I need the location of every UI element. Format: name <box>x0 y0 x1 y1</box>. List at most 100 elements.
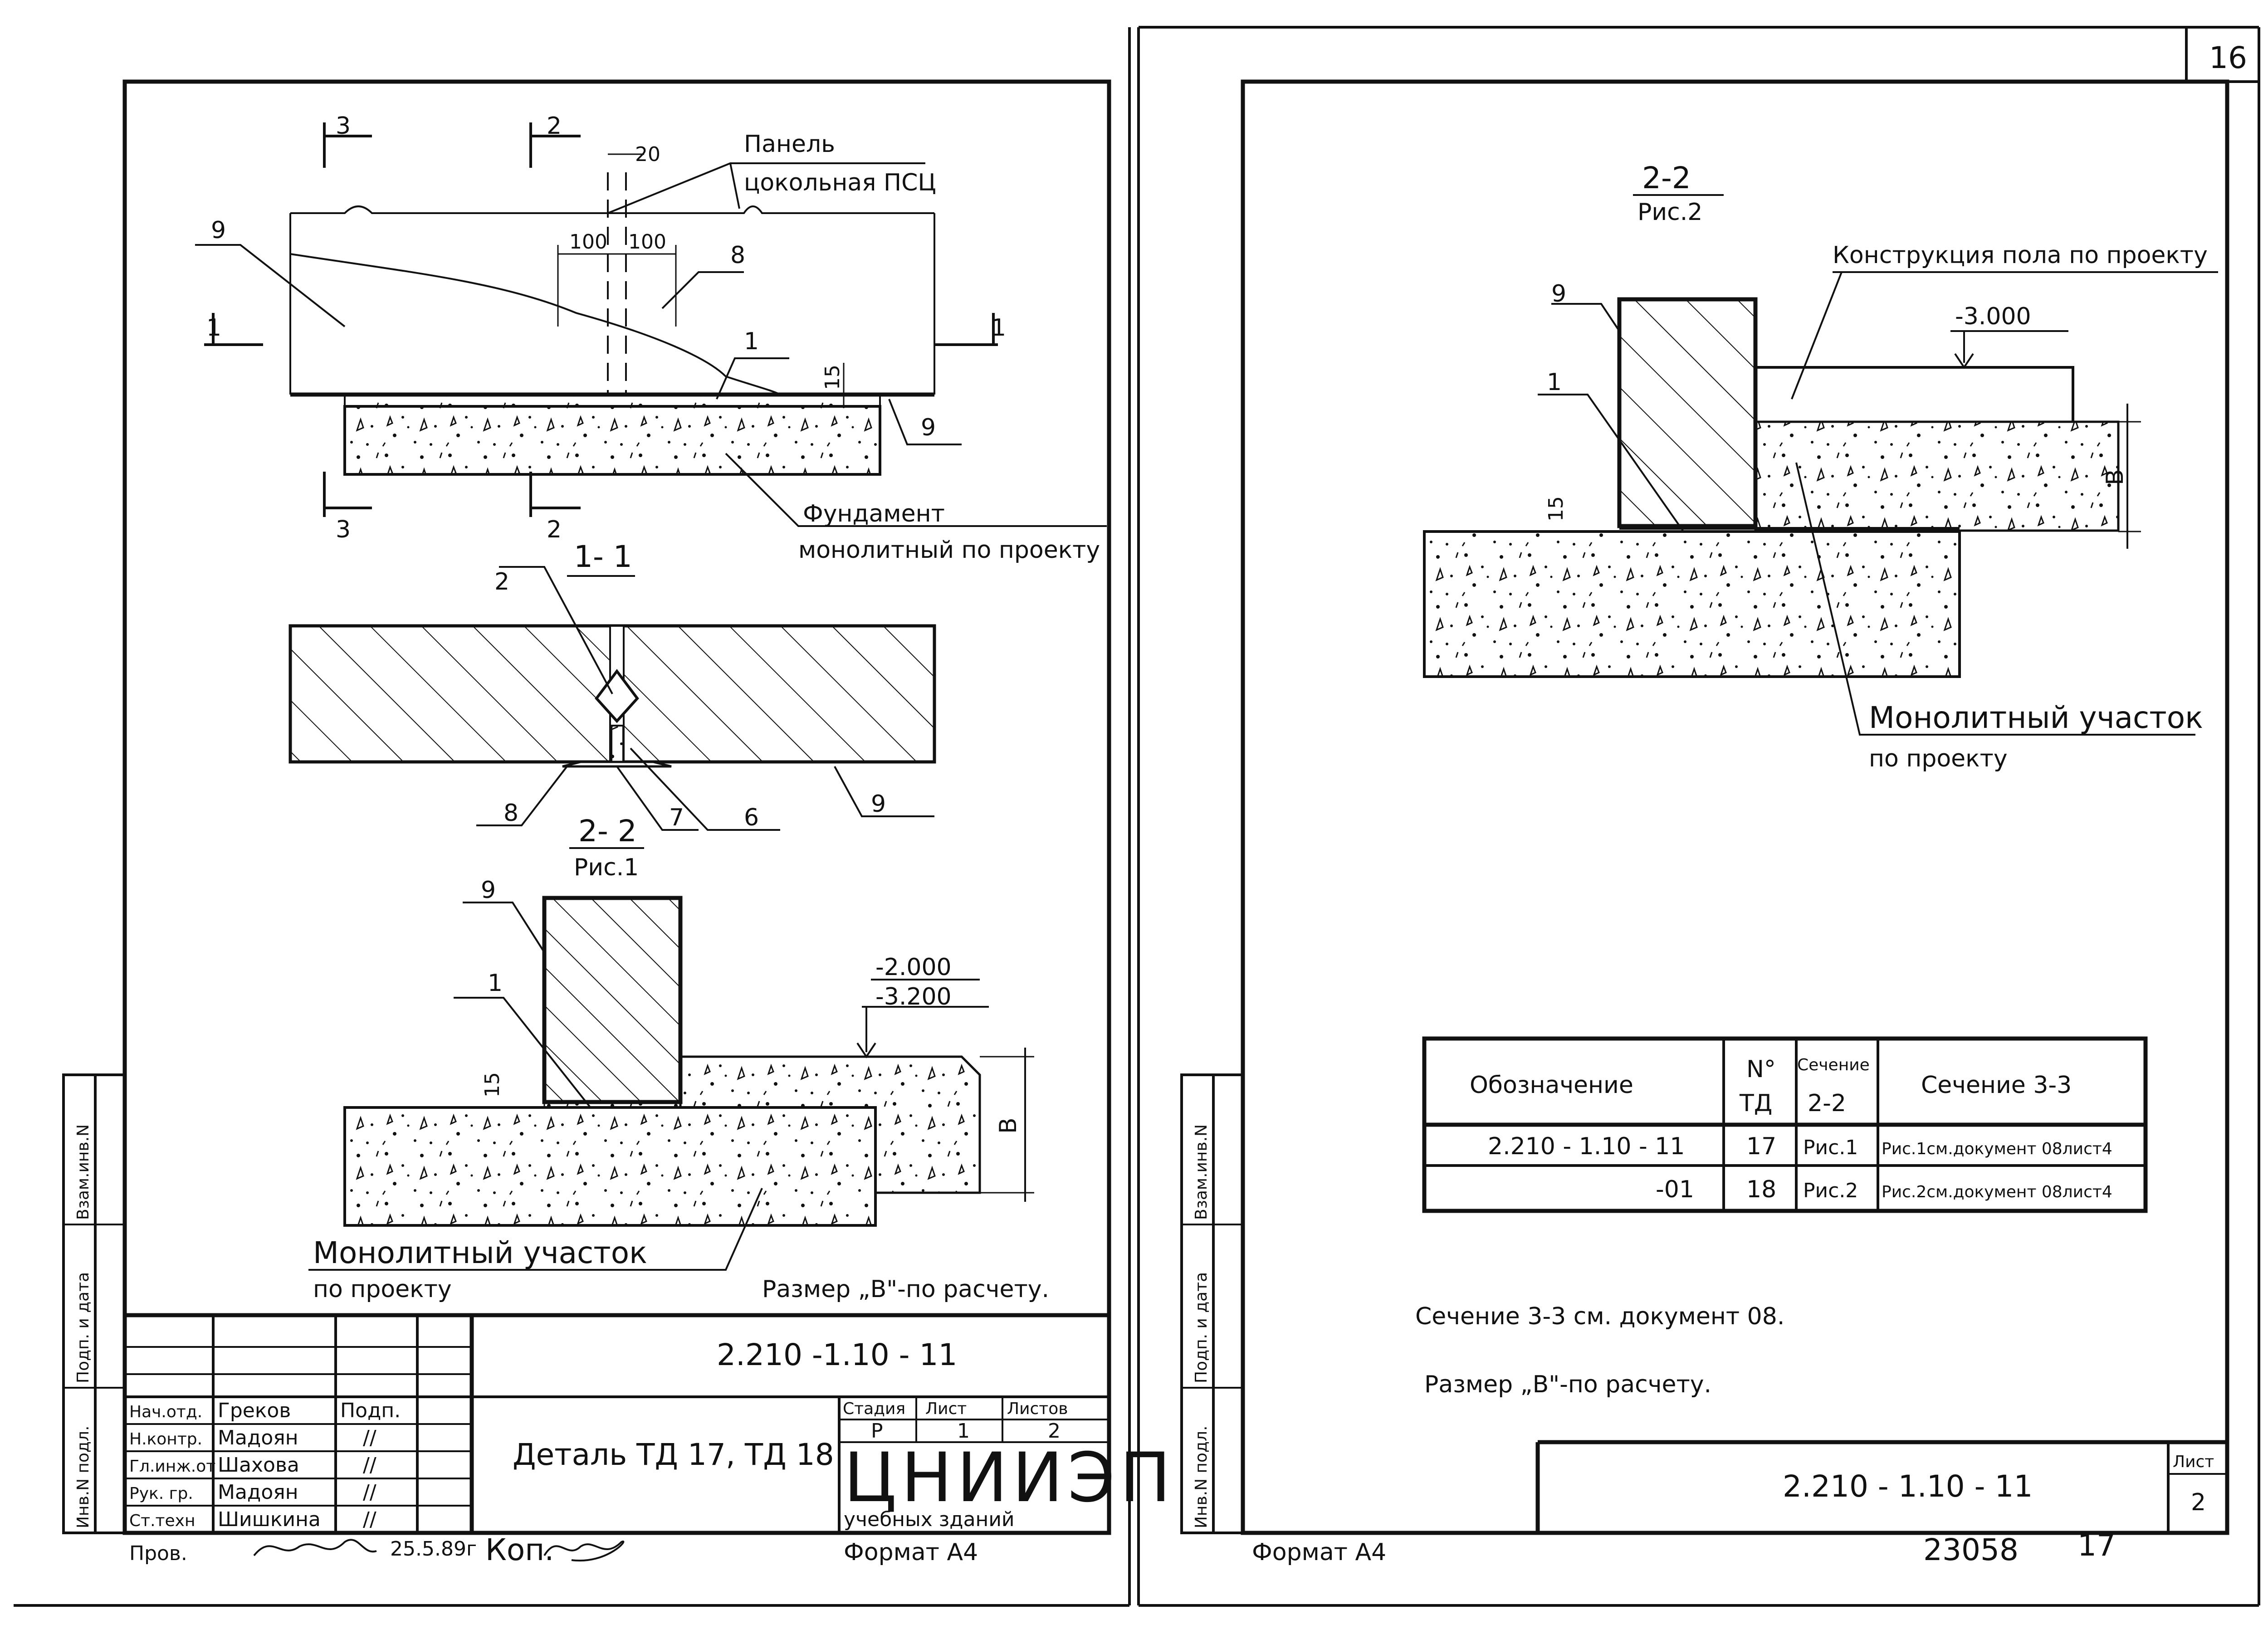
callout-6-sec11: 6 <box>744 804 759 831</box>
level-fig2: -3.000 <box>1955 303 2031 330</box>
tb-copy: Коп. <box>485 1532 554 1567</box>
panel-label-line2: цокольная ПСЦ <box>744 169 936 196</box>
table-row: -01 18 Рис.2 Рис.2см.документ 08лист4 <box>1656 1176 2112 1203</box>
section-mark-2-bottom: 2 <box>547 516 562 543</box>
tb-org-sub: учебных зданий <box>844 1508 1015 1531</box>
tb-hdr-stage: Стадия <box>843 1400 905 1418</box>
rtb-sheet-label: Лист <box>2173 1453 2214 1471</box>
mono-label-fig2-line1: Монолитный участок <box>1869 700 2203 735</box>
tb-format: Формат А4 <box>844 1539 978 1566</box>
th-sec33: Сечение 3-3 <box>1921 1072 2072 1099</box>
td-sec33-1: Рис.2см.документ 08лист4 <box>1882 1183 2112 1201</box>
dim-100-right: 100 <box>628 230 666 254</box>
tb-hdr-sheet: Лист <box>925 1400 967 1418</box>
dim-15-fig2: 15 <box>1545 496 1568 522</box>
side-stamp-inv-right: Инв.N подл. <box>1192 1426 1211 1528</box>
mono-label-fig1-line1: Монолитный участок <box>313 1235 647 1270</box>
page-number: 16 <box>2209 40 2247 75</box>
td-sec22-1: Рис.2 <box>1803 1179 1858 1202</box>
section-2-2-fig1-subtitle: Рис.1 <box>574 854 639 881</box>
tb-signature-1 <box>253 1539 377 1556</box>
tb-sign-0: Подп. <box>340 1399 401 1422</box>
plan-view: 3 3 2 2 1 1 20 100 100 15 9 8 1 9 <box>195 112 1107 564</box>
section-2-2-fig2: 2-2 Рис.2 Конструкция пола по проекту -3… <box>1423 161 2218 772</box>
mono-label-fig2-line2: по проекту <box>1869 745 2008 772</box>
section-1-1: 1- 1 2 8 7 6 9 <box>288 539 936 831</box>
plan-joint-strip <box>344 395 881 407</box>
footer-num-1: 23058 <box>1923 1532 2019 1567</box>
th-designation: Обозначение <box>1470 1072 1633 1099</box>
side-stamp-date-left: Подп. и дата <box>74 1272 93 1383</box>
th-no-line2: ТД <box>1739 1090 1772 1117</box>
right-sheet: 2-2 Рис.2 Конструкция пола по проекту -3… <box>1180 79 2229 1567</box>
designation-table: Обозначение N° ТД Сечение 2-2 Сечение 3-… <box>1422 1036 2148 1213</box>
mono-label-fig1-line2: по проекту <box>313 1276 452 1303</box>
callout-9-plan-left: 9 <box>211 217 226 244</box>
section-1-1-title: 1- 1 <box>574 539 632 574</box>
th-no-line1: N° <box>1746 1056 1776 1083</box>
tb-sign-date: 25.5.89г <box>390 1537 477 1561</box>
section-mark-1-left: 1 <box>206 314 221 341</box>
td-sec33-0: Рис.1см.документ 08лист4 <box>1882 1140 2112 1158</box>
side-stamp-vzam-left: Взам.инв.N <box>74 1124 93 1220</box>
tb-val-stage: Р <box>871 1419 883 1443</box>
section-mark-2-top: 2 <box>547 112 562 140</box>
td-designation-1: -01 <box>1656 1176 1694 1203</box>
left-title-block: Нач.отд. Греков Подп. Н.контр. Мадоян //… <box>125 1313 1175 1567</box>
section-2-2-fig2-subtitle: Рис.2 <box>1637 199 1702 226</box>
callout-1-fig1: 1 <box>488 970 503 997</box>
td-no-0: 17 <box>1746 1133 1776 1160</box>
side-stamp-vzam-right: Взам.инв.N <box>1192 1124 1211 1220</box>
tb-sign-4: // <box>363 1508 376 1531</box>
left-note-size: Размер „В"-по расчету. <box>762 1276 1049 1303</box>
right-format: Формат А4 <box>1252 1539 1386 1566</box>
callout-8-plan: 8 <box>730 242 745 269</box>
td-sec22-0: Рис.1 <box>1803 1136 1858 1159</box>
section-2-2-fig2-title: 2-2 <box>1642 161 1691 195</box>
tb-sign-1: // <box>363 1426 376 1449</box>
level-fig1-2: -3.200 <box>875 983 952 1010</box>
td-designation-0: 2.210 - 1.10 - 11 <box>1488 1133 1685 1160</box>
tb-sign-2: // <box>363 1454 376 1477</box>
foundation-label-line2: монолитный по проекту <box>798 537 1100 564</box>
td-no-1: 18 <box>1746 1176 1776 1203</box>
callout-7-sec11: 7 <box>669 804 684 831</box>
tb-role-4: Ст.техн <box>129 1512 196 1530</box>
right-note-1: Сечение 3-3 см. документ 08. <box>1415 1303 1784 1330</box>
callout-2-sec11: 2 <box>494 568 509 595</box>
right-note-2: Размер „В"-по расчету. <box>1424 1371 1711 1398</box>
tb-name-3: Мадоян <box>218 1481 298 1504</box>
tb-title: Деталь ТД 17, ТД 18 <box>513 1437 834 1472</box>
dim-15: 15 <box>821 365 844 390</box>
tb-role-1: Н.контр. <box>129 1430 202 1449</box>
level-fig1-1: -2.000 <box>875 954 952 981</box>
footer-num-2: 17 <box>2077 1528 2116 1563</box>
tb-name-0: Греков <box>218 1399 291 1422</box>
tb-doc-code: 2.210 -1.10 - 11 <box>717 1337 957 1372</box>
tb-prov: Пров. <box>129 1542 187 1565</box>
tb-val-sheet: 1 <box>957 1419 970 1443</box>
tb-org-logo: ЦНИИЭП <box>844 1439 1175 1517</box>
callout-9-fig1: 9 <box>481 877 496 904</box>
tb-name-2: Шахова <box>218 1454 299 1477</box>
right-side-stamps: Инв.N подл. Подп. и дата Взам.инв.N <box>1180 1073 1244 1534</box>
dim-20: 20 <box>635 143 660 166</box>
side-stamp-date-right: Подп. и дата <box>1192 1272 1211 1383</box>
rtb-sheet-no: 2 <box>2191 1489 2206 1516</box>
section-mark-3-top: 3 <box>336 112 351 140</box>
tb-signature-2 <box>543 1540 625 1562</box>
tb-sign-3: // <box>363 1481 376 1504</box>
rtb-doc-code: 2.210 - 1.10 - 11 <box>1783 1469 2033 1504</box>
callout-9-sec11: 9 <box>871 790 886 818</box>
right-title-block: 2.210 - 1.10 - 11 Лист 2 <box>1535 1440 2227 1533</box>
tb-val-sheets: 2 <box>1048 1419 1061 1443</box>
tb-name-4: Шишкина <box>218 1508 321 1531</box>
side-stamp-inv-left: Инв.N подл. <box>74 1426 93 1528</box>
foundation-label-line1: Фундамент <box>803 500 945 527</box>
callout-8-sec11: 8 <box>503 800 518 827</box>
tb-role-3: Рук. гр. <box>129 1484 193 1503</box>
page-frame <box>14 26 2260 1607</box>
plan-foundation <box>343 405 881 476</box>
tb-hdr-sheets: Листов <box>1007 1400 1068 1418</box>
